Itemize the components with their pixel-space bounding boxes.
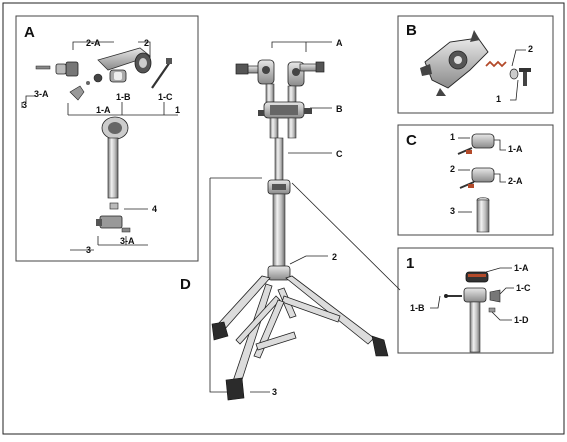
panel-b-title: B	[406, 22, 417, 39]
panel-d-title: D	[180, 276, 191, 293]
label-a-3a-bottom: 3-A	[120, 236, 135, 246]
tilter-rod-part	[107, 137, 119, 199]
label-1-1d: 1-D	[514, 315, 529, 325]
label-1-1b: 1-B	[410, 303, 425, 313]
label-b-2: 2	[528, 44, 533, 54]
label-d-2: 2	[332, 252, 337, 262]
label-a-1a: 1-A	[96, 105, 111, 115]
label-a-2a: 2-A	[86, 38, 101, 48]
wing-clip-part-1	[489, 289, 501, 303]
label-d-b: B	[336, 104, 343, 114]
height-lock-part	[463, 271, 489, 353]
label-1-1a: 1-A	[514, 263, 529, 273]
label-a-3-top: 3	[22, 100, 27, 110]
long-bolt-part	[151, 58, 172, 89]
label-c-2: 2	[450, 164, 455, 174]
spring-part-a	[86, 73, 103, 85]
spring-part-b	[485, 60, 507, 68]
upper-collar-part	[457, 133, 495, 155]
double-tilter-top	[235, 59, 325, 103]
label-c-1a: 1-A	[508, 144, 523, 154]
tube-section-part	[476, 197, 490, 233]
label-a-2: 2	[144, 38, 149, 48]
lower-collar-part	[459, 167, 495, 189]
side-bolt-part	[444, 294, 462, 298]
label-d-c: C	[336, 149, 343, 159]
panel-1-title: 1	[406, 255, 414, 272]
knurled-knob-part	[55, 61, 79, 77]
rubber-feet	[211, 321, 389, 401]
tilter-arm-part	[97, 47, 152, 74]
tripod-legs	[217, 275, 375, 387]
label-b-1: 1	[496, 94, 501, 104]
label-c-2a: 2-A	[508, 176, 523, 186]
label-a-3-bottom: 3	[86, 245, 91, 255]
wing-clip-part	[69, 85, 85, 101]
panel-c-title: C	[406, 132, 417, 149]
wing-bolt-part-a	[121, 227, 131, 233]
lower-tube	[272, 193, 286, 271]
label-a-3a-top: 3-A	[34, 89, 49, 99]
panel-c: C 1 1-A 2 2-A 3	[397, 124, 554, 236]
small-screw-part-1	[488, 307, 496, 313]
multi-clamp-part	[420, 30, 489, 96]
label-d-3: 3	[272, 387, 277, 397]
label-c-1: 1	[450, 132, 455, 142]
panel-b: B 2 1	[397, 15, 554, 114]
label-d-a: A	[336, 38, 343, 48]
height-collar	[267, 179, 291, 195]
label-1-1c: 1-C	[516, 283, 531, 293]
collar-part	[109, 69, 127, 83]
stand-assembly-d: D A B C 2 3	[180, 38, 401, 401]
leg-collar	[267, 265, 291, 281]
upper-tube	[274, 137, 284, 181]
tilter-head-part	[101, 116, 129, 140]
washer-part-b	[509, 68, 519, 80]
label-a-1c: 1-C	[158, 92, 173, 102]
t-bolt-part-b	[519, 68, 531, 86]
memory-lock-part	[96, 202, 123, 229]
panel-a-title: A	[24, 24, 35, 41]
panel-a: A 2-A 2 3-A 3 1-B 1-C 1-A 1 4 3-A 3	[15, 15, 199, 262]
label-a-1: 1	[175, 105, 180, 115]
label-c-3: 3	[450, 206, 455, 216]
stand-clamp-b	[258, 101, 312, 139]
label-a-4: 4	[152, 204, 157, 214]
outer-frame	[2, 2, 565, 435]
panel-1: 1 1-A 1-C 1-B 1-D	[397, 247, 554, 354]
small-bolt-part	[35, 65, 51, 70]
label-a-1b: 1-B	[116, 92, 131, 102]
